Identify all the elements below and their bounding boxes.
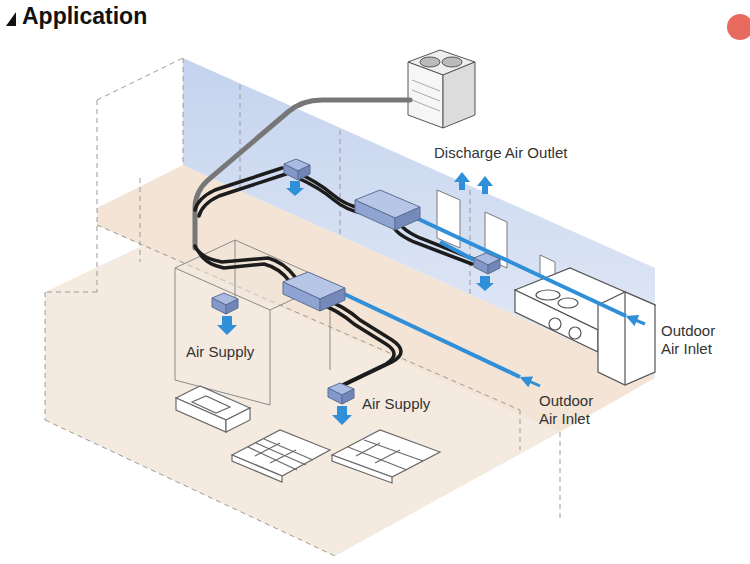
furniture-part bbox=[192, 396, 230, 413]
structure-lines-part bbox=[560, 432, 561, 520]
laundry-block-part bbox=[549, 318, 561, 330]
callout-label: Air Supply bbox=[362, 395, 430, 413]
branch-pipes-part bbox=[199, 252, 290, 282]
airflow-arrows-part bbox=[217, 316, 237, 335]
airflow-arrows-part bbox=[454, 172, 470, 190]
outdoor-unit-part bbox=[442, 57, 462, 67]
furniture-part bbox=[255, 443, 280, 456]
inlet-arrows-part bbox=[522, 378, 540, 386]
outdoor-unit-part bbox=[412, 90, 440, 101]
furniture-part bbox=[356, 443, 380, 456]
outdoor-unit-part bbox=[443, 62, 475, 128]
structure-lines-part bbox=[97, 58, 183, 100]
air-terminals bbox=[212, 159, 500, 404]
structure-lines-part bbox=[240, 85, 241, 190]
laundry-block-part bbox=[624, 292, 625, 385]
callout-label: Outdoor Air Inlet bbox=[539, 392, 613, 428]
room-box-part bbox=[175, 268, 176, 380]
outdoor-unit-part bbox=[408, 62, 443, 128]
furniture-part bbox=[375, 450, 400, 463]
furniture-part bbox=[332, 430, 440, 477]
structure-lines-part bbox=[520, 410, 521, 450]
outdoor-unit-part bbox=[412, 80, 440, 91]
furniture-part bbox=[226, 408, 250, 432]
structure-lines-part bbox=[97, 225, 520, 410]
room-box-part bbox=[235, 240, 236, 300]
structure-lines bbox=[45, 58, 560, 556]
air-terminals-part bbox=[226, 299, 238, 314]
corner-badge bbox=[727, 14, 750, 40]
structure-lines-part bbox=[183, 58, 184, 165]
furniture-part bbox=[232, 430, 330, 476]
structure-lines-part bbox=[97, 100, 98, 292]
inlet-arrows bbox=[522, 317, 645, 386]
callout-label: Air Supply bbox=[186, 343, 254, 361]
upper-floor bbox=[97, 165, 655, 432]
airflow-arrows-part bbox=[286, 181, 304, 196]
branch-pipes-part bbox=[316, 302, 394, 388]
fresh-air-ducts bbox=[340, 216, 626, 377]
back-wall bbox=[183, 58, 655, 378]
fresh-air-ducts-part bbox=[340, 292, 520, 377]
ducted-units-part bbox=[395, 207, 420, 230]
air-terminals-part bbox=[328, 388, 342, 404]
ducted-units-part bbox=[283, 282, 320, 311]
ducted-units bbox=[283, 190, 420, 311]
room-box-part bbox=[270, 310, 271, 405]
structure-lines-part bbox=[140, 178, 141, 262]
furniture-part bbox=[364, 440, 423, 461]
structure-lines-part bbox=[45, 292, 46, 420]
outdoor-unit bbox=[408, 50, 475, 128]
branch-pipes-part bbox=[296, 177, 362, 213]
laundry-block-part bbox=[536, 290, 560, 300]
outdoor-unit-part bbox=[420, 57, 440, 67]
branch-pipes-part bbox=[199, 174, 286, 216]
air-terminals-part bbox=[488, 259, 500, 274]
structure-lines-part bbox=[45, 292, 97, 293]
airflow-arrows bbox=[217, 172, 494, 425]
air-terminals-part bbox=[342, 389, 354, 404]
air-terminals-part bbox=[474, 258, 488, 274]
airflow-arrows-part bbox=[477, 176, 493, 194]
air-terminals-part bbox=[298, 165, 310, 180]
room-box bbox=[175, 240, 330, 405]
branch-pipes-part bbox=[392, 222, 472, 264]
title-marker bbox=[6, 12, 16, 26]
furniture-part bbox=[270, 450, 296, 463]
airflow-arrows-part bbox=[332, 406, 352, 425]
laundry-block-part bbox=[569, 327, 581, 339]
inlet-arrows-part bbox=[628, 317, 645, 324]
outdoor-unit-part bbox=[412, 100, 440, 111]
laundry-block bbox=[515, 268, 655, 385]
laundry-block-part bbox=[558, 298, 578, 308]
callout-label: Outdoor Air Inlet bbox=[661, 322, 735, 358]
furniture-part bbox=[348, 447, 407, 470]
main-pipe bbox=[195, 100, 410, 248]
ducted-units-part bbox=[355, 200, 395, 230]
air-terminals-part bbox=[212, 298, 226, 314]
windows-part bbox=[437, 190, 460, 248]
page-title: Application bbox=[22, 3, 147, 30]
fresh-air-ducts-part bbox=[440, 242, 478, 262]
furniture-part bbox=[256, 443, 306, 465]
air-terminals-part bbox=[284, 164, 298, 180]
ducted-units-part bbox=[320, 288, 345, 311]
structure-lines-part bbox=[45, 420, 335, 556]
airflow-arrows-part bbox=[476, 276, 494, 291]
structure-lines-part bbox=[340, 130, 341, 236]
callout-label: Discharge Air Outlet bbox=[434, 144, 567, 162]
furniture bbox=[176, 386, 440, 483]
fresh-air-ducts-part bbox=[412, 216, 626, 316]
